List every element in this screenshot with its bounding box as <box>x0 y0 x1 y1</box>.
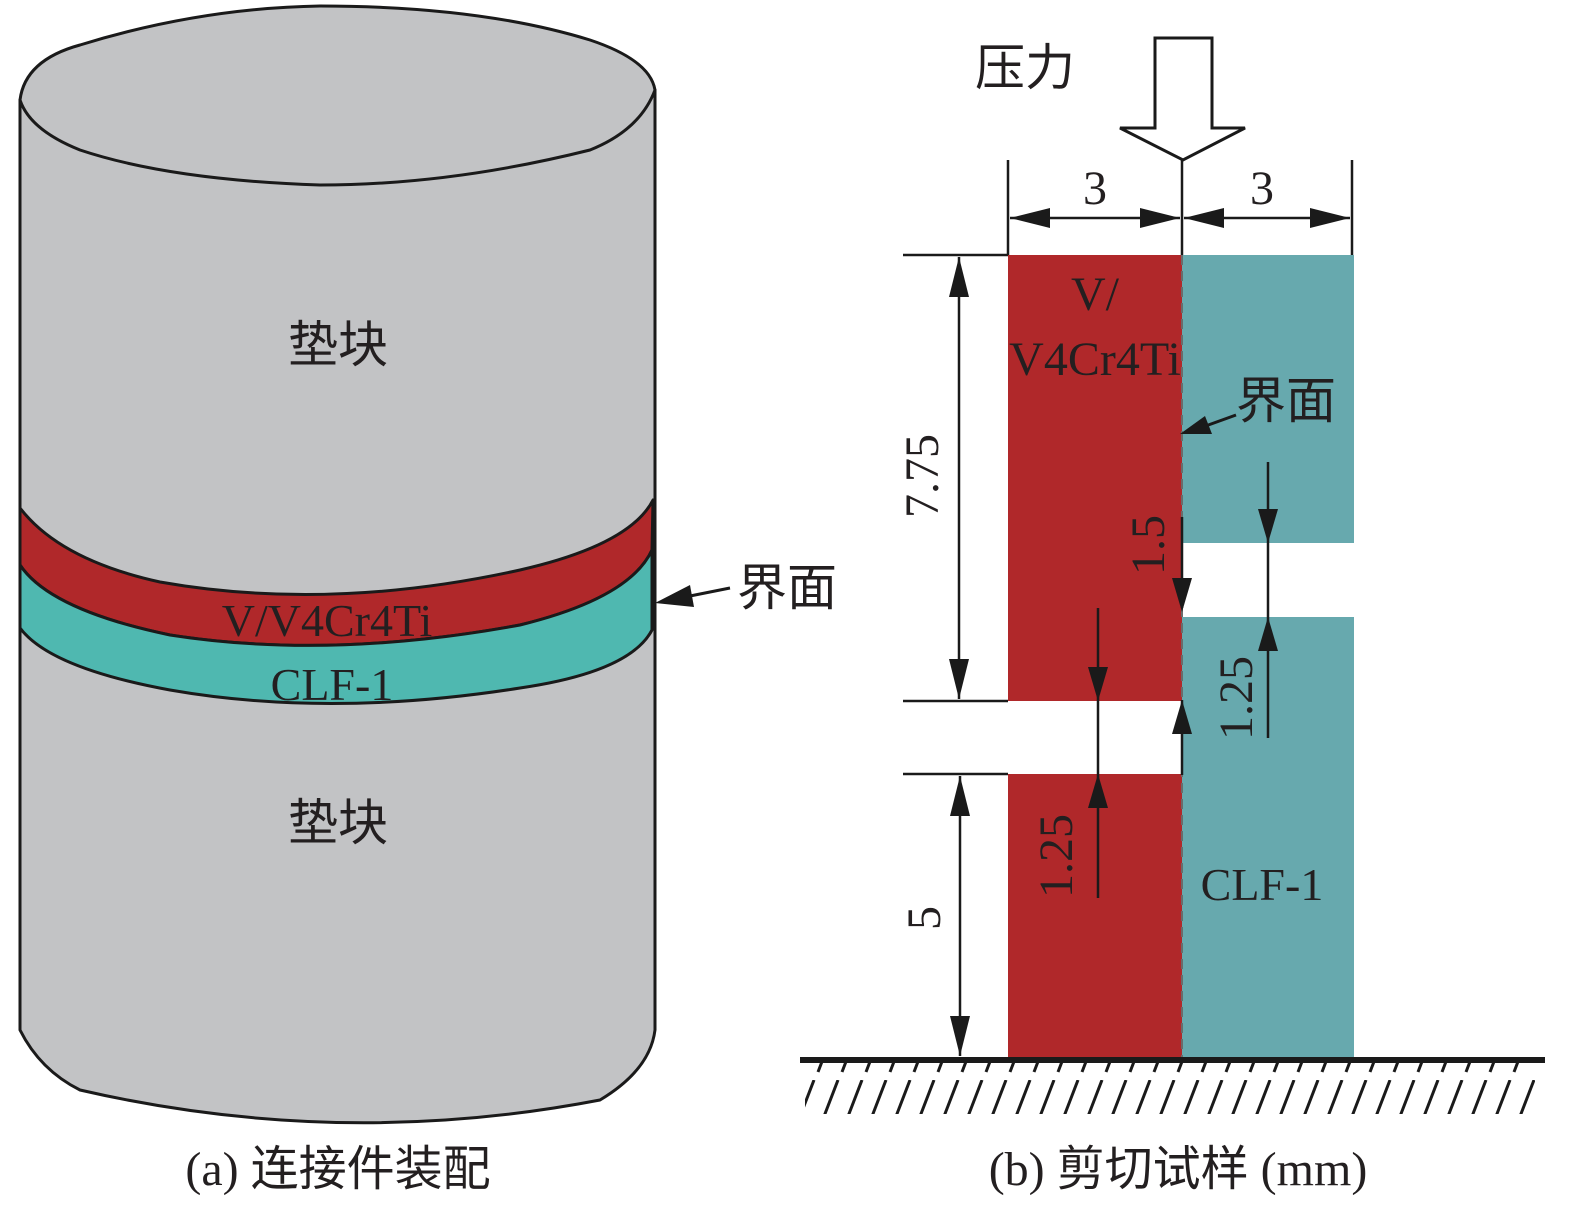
vanadium-layer-label: V/V4Cr4Ti <box>222 595 432 646</box>
vanadium-lower-block <box>1008 774 1182 1058</box>
clf1-layer-label: CLF-1 <box>271 659 394 710</box>
interface-label-b: 界面 <box>1236 373 1336 429</box>
clf1-label-b: CLF-1 <box>1201 859 1324 910</box>
vanadium-upper-block <box>1008 255 1182 701</box>
vanadium-label-line1: V/ <box>1071 268 1120 321</box>
interface-label-a: 界面 <box>737 560 837 616</box>
height-dimension <box>903 253 1008 1056</box>
interface-arrow-icon <box>655 585 731 607</box>
vanadium-label-line2: V4Cr4Ti <box>1009 333 1181 386</box>
right-width-value: 3 <box>1250 162 1274 215</box>
left-notch-value: 1.25 <box>1030 814 1083 898</box>
caption-b: (b) 剪切试样 (mm) <box>989 1143 1368 1196</box>
clf1-layer <box>18 548 654 706</box>
lower-height-value: 5 <box>898 906 951 930</box>
lower-pad-label: 垫块 <box>288 795 388 851</box>
interface-pointer-icon <box>1180 413 1237 434</box>
bond-length-value: 1.5 <box>1122 515 1175 575</box>
right-notch-value: 1.25 <box>1210 656 1263 740</box>
force-arrow-icon <box>1119 36 1246 162</box>
right-notch-dimension <box>1258 462 1278 738</box>
panel-a-assembly: 垫块 垫块 V/V4Cr4Ti CLF-1 界面 (a) 连接件装配 <box>18 4 837 1196</box>
upper-height-value: 7.75 <box>896 434 949 518</box>
cylinder-top-face <box>18 4 657 187</box>
width-dimension <box>1006 160 1354 255</box>
bond-length-dimension <box>1172 517 1192 775</box>
upper-pad-label: 垫块 <box>288 317 388 373</box>
ground-hatch <box>805 1062 1535 1114</box>
left-notch-dimension <box>1088 608 1108 898</box>
force-label: 压力 <box>975 40 1075 96</box>
left-width-value: 3 <box>1083 162 1107 215</box>
panel-b-specimen: 压力 V/ V4Cr4Ti CLF-1 界面 <box>800 36 1545 1196</box>
caption-a: (a) 连接件装配 <box>185 1143 490 1196</box>
